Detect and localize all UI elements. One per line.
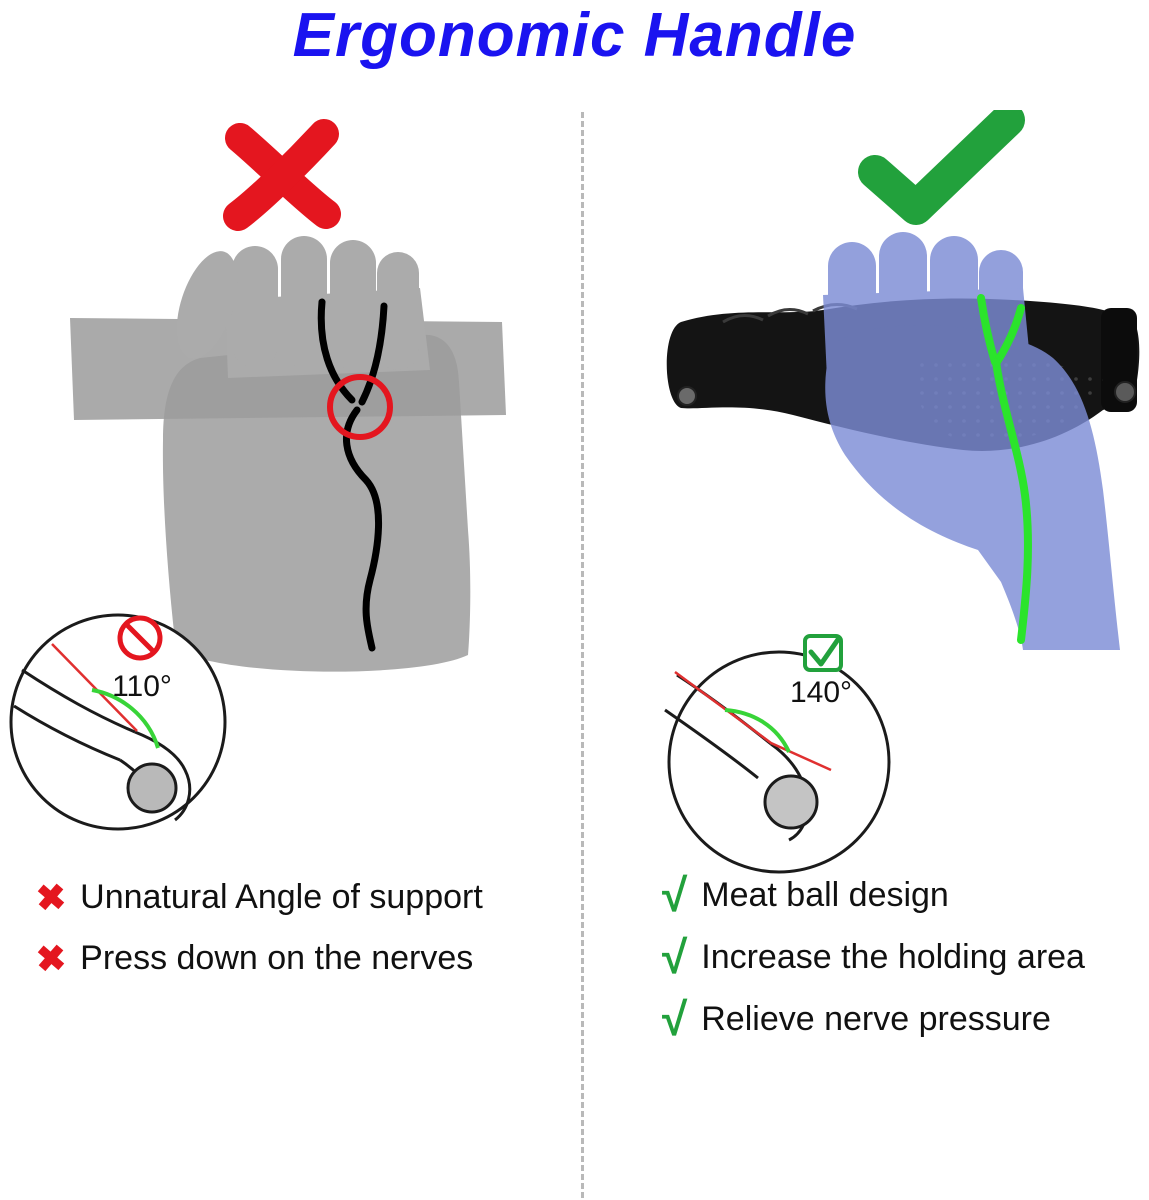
cross-mark-icon: [223, 119, 341, 231]
ergonomic-grip-illustration: 140°: [664, 110, 1140, 874]
bad-point-text: Unnatural Angle of support: [80, 878, 483, 916]
bad-points-list: ✖ Unnatural Angle of support ✖ Press dow…: [34, 875, 483, 980]
gray-hand: [162, 334, 471, 672]
page-title: Ergonomic Handle: [292, 1, 857, 70]
prohibition-icon: [117, 615, 163, 661]
list-item: ✖ Unnatural Angle of support: [34, 875, 483, 919]
list-item: √ Relieve nerve pressure: [662, 996, 1085, 1042]
good-points-list: √ Meat ball design √ Increase the holdin…: [662, 872, 1085, 1042]
angle-arc: [724, 708, 791, 753]
bad-angle-inset: 110°: [9, 613, 227, 831]
good-point-text: Relieve nerve pressure: [701, 999, 1051, 1038]
angle-arc: [91, 688, 160, 749]
relaxed-nerve-line: [977, 294, 1032, 644]
check-mark-icon: [858, 110, 1025, 225]
checkbox-icon: [803, 634, 843, 672]
bad-point-text: Press down on the nerves: [80, 939, 474, 977]
pinched-nerve-lines: [317, 298, 388, 652]
list-item: √ Meat ball design: [662, 872, 1085, 918]
vertical-dashed-divider: [581, 112, 584, 1198]
grip-screw-left: [677, 386, 697, 406]
wrist-joint-ball: [763, 774, 819, 830]
check-bullet-icon: √: [662, 993, 688, 1045]
angle-reference-line: [674, 670, 832, 772]
good-angle-inset: 140°: [664, 634, 891, 874]
good-angle-label: 140°: [790, 676, 852, 709]
blue-hand-overlay: [823, 232, 1120, 650]
check-bullet-icon: √: [662, 869, 688, 921]
check-bullet-icon: √: [662, 931, 688, 983]
good-point-text: Meat ball design: [701, 875, 949, 914]
cross-bullet-icon: ✖: [34, 875, 68, 919]
good-point-text: Increase the holding area: [701, 937, 1085, 976]
grip-bolt-right: [1114, 381, 1136, 403]
wrist-joint-ball: [126, 762, 178, 814]
cross-bullet-icon: ✖: [34, 936, 68, 980]
list-item: √ Increase the holding area: [662, 934, 1085, 980]
bad-grip-illustration: 110°: [9, 119, 506, 831]
pressure-point-circle: [327, 374, 393, 440]
angle-reference-line: [51, 643, 138, 732]
list-item: ✖ Press down on the nerves: [34, 936, 483, 980]
bad-angle-label: 110°: [112, 670, 172, 703]
